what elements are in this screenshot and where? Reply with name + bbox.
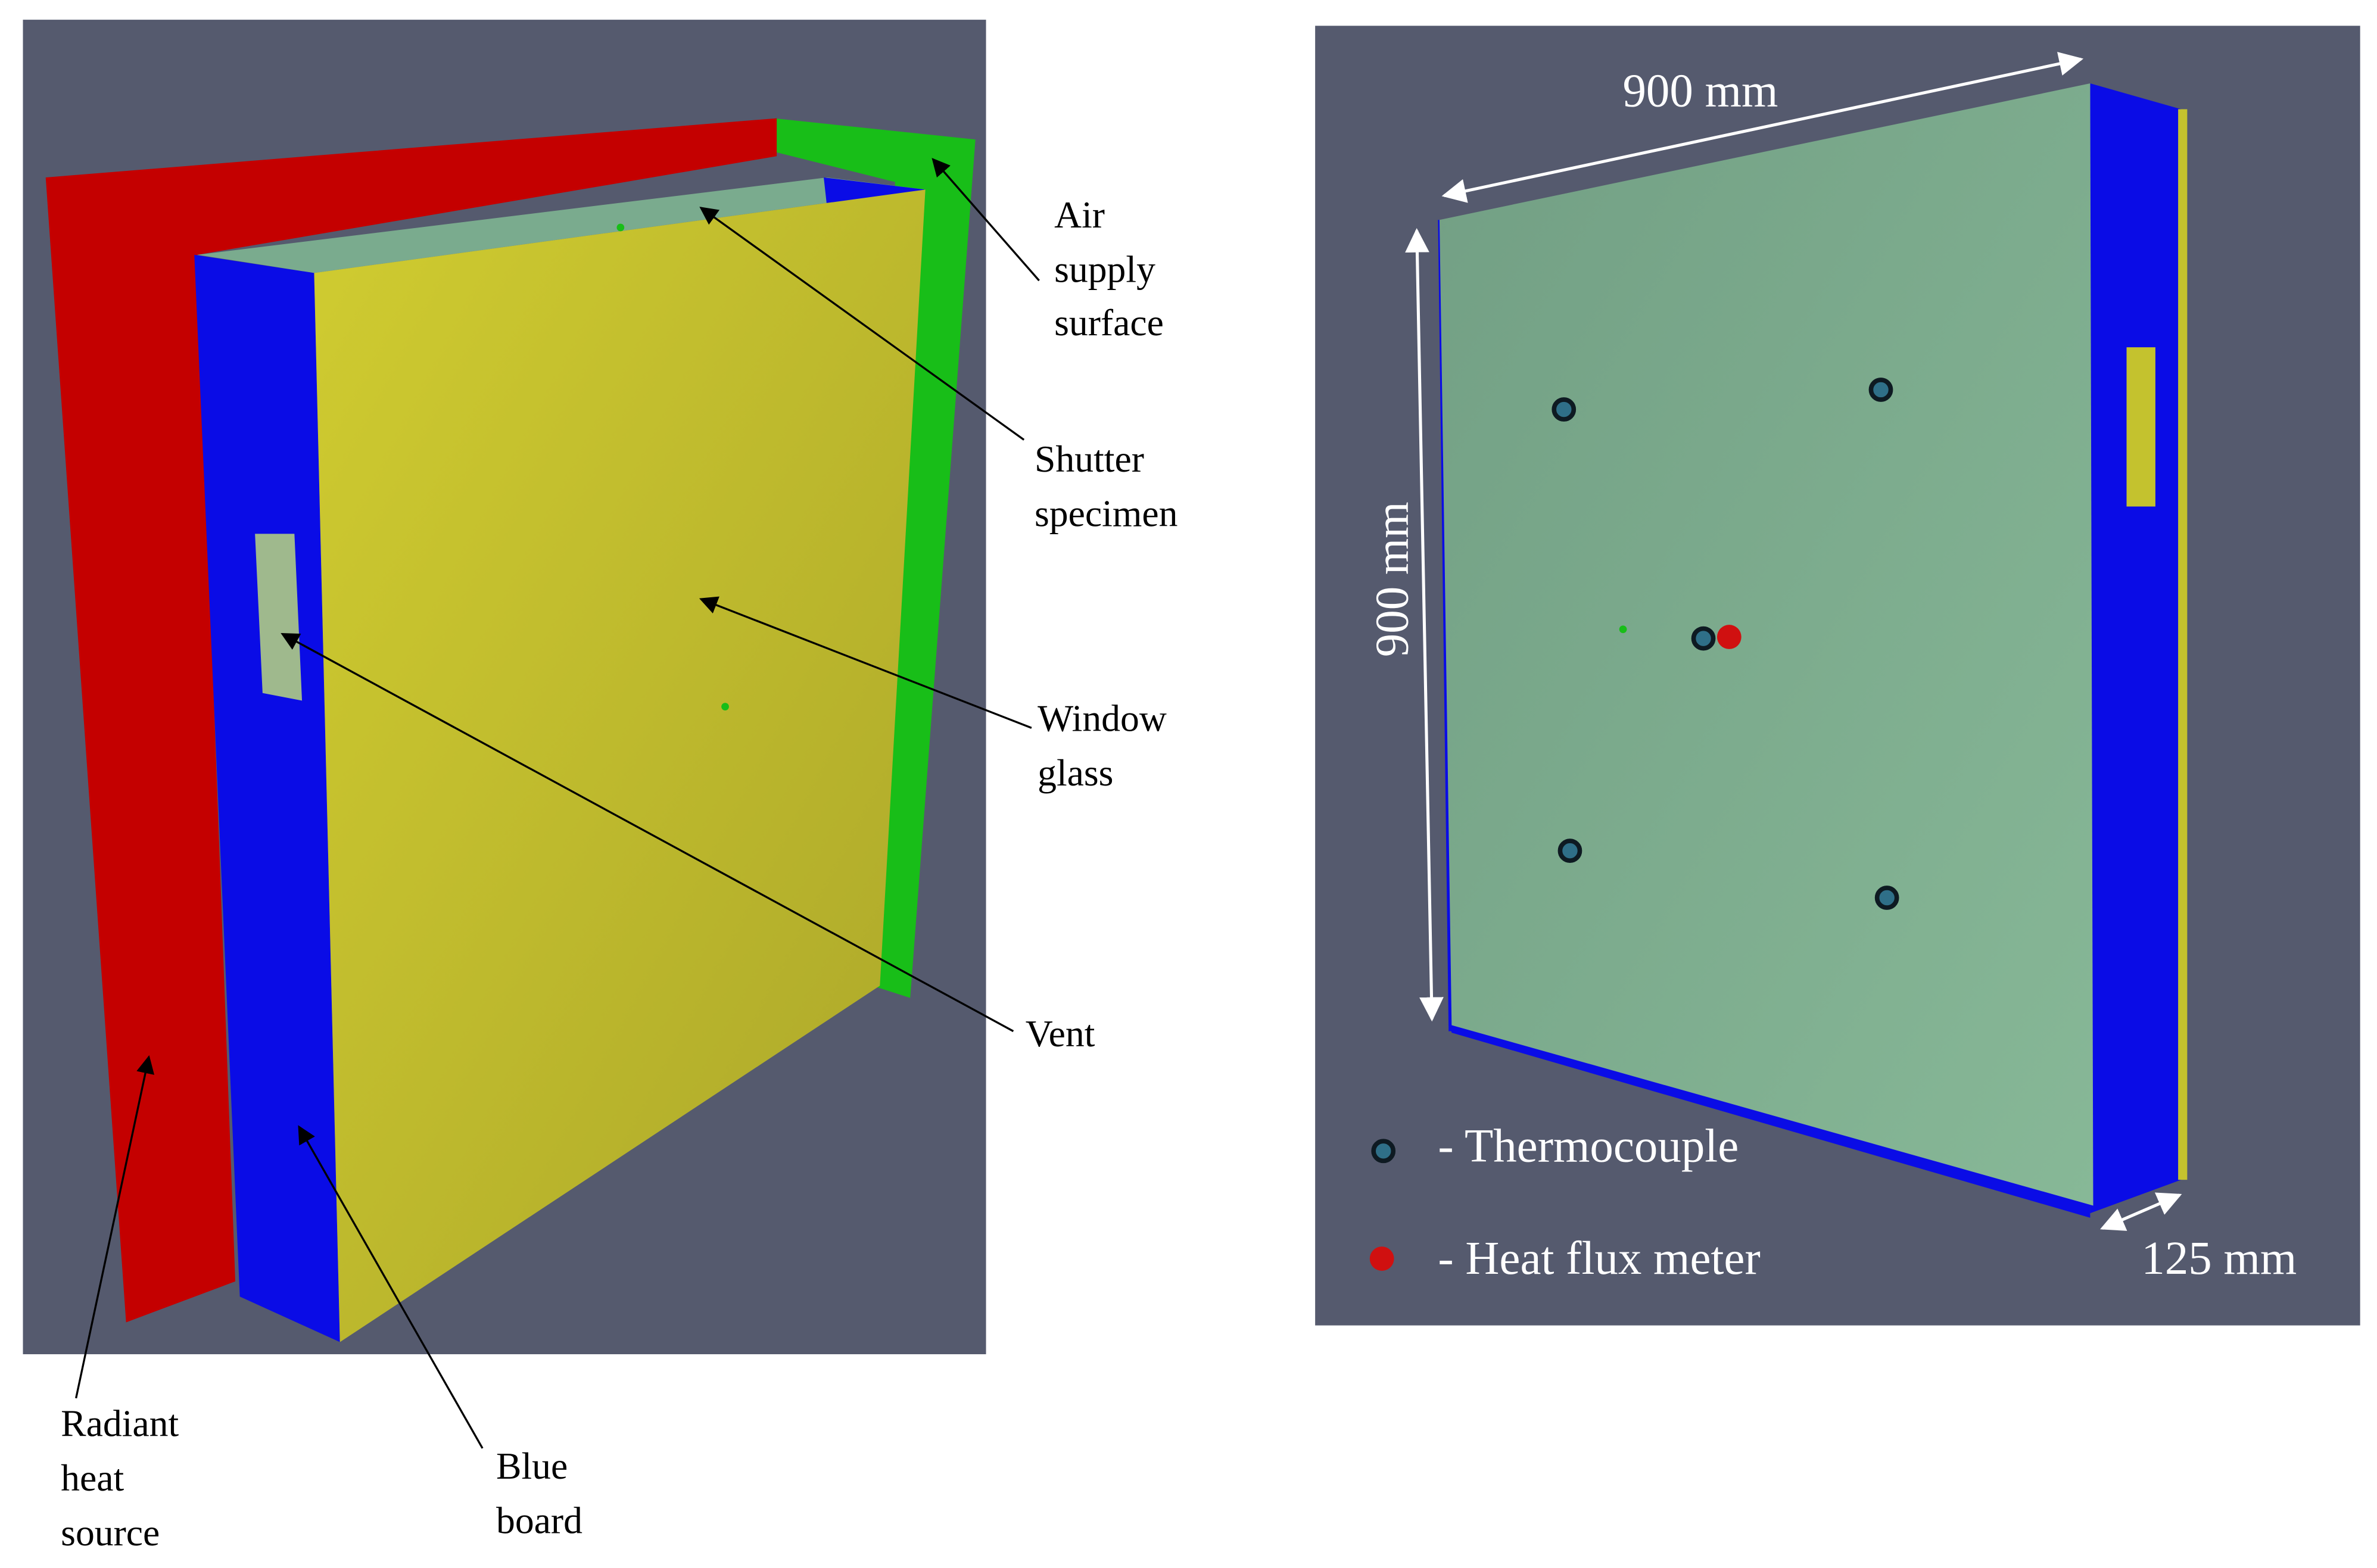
- label-blue-board-line-2: board: [496, 1500, 582, 1542]
- specimen-marker-dot-small: [1619, 625, 1627, 634]
- specimen-blue-side: [2090, 83, 2182, 1214]
- thermocouple-bottom-left: [1557, 838, 1582, 863]
- label-air-supply-line-3: surface: [1054, 301, 1164, 344]
- label-window-glass: Window glass: [1038, 697, 1176, 794]
- legend-thermocouple-icon: [1371, 1139, 1396, 1164]
- air-supply-surface: [774, 118, 976, 998]
- label-vent-line-1: Vent: [1026, 1012, 1095, 1055]
- label-blue-board-line-1: Blue: [496, 1445, 568, 1487]
- glass-edge-strip: [2178, 109, 2188, 1180]
- callout-blue-board: [298, 1125, 484, 1449]
- callout-window-glass: [699, 596, 1032, 729]
- callout-radiant-heat-source: [75, 1055, 155, 1399]
- thermocouple-top-right: [1868, 378, 1893, 402]
- dimension-arrow-depth: [2100, 1192, 2182, 1231]
- glass-marker-dot: [721, 703, 729, 711]
- label-shutter-specimen-line-1: Shutter: [1035, 438, 1144, 480]
- side-vent: [2126, 347, 2155, 507]
- label-air-supply-line-2: supply: [1054, 248, 1155, 291]
- blue-board: [194, 254, 340, 1342]
- specimen-face: [1439, 83, 2093, 1206]
- callout-air-supply: [932, 158, 1040, 282]
- callout-shutter-specimen: [699, 207, 1025, 441]
- legend: - Thermocouple - Heat flux meter: [1369, 1121, 1761, 1285]
- label-radiant-line-2: heat: [61, 1457, 124, 1499]
- label-radiant-line-3: source: [61, 1511, 160, 1554]
- dimension-width-label: 900 mm: [1622, 65, 1778, 117]
- thermocouple-bottom-right: [1874, 886, 1899, 910]
- dimension-arrow-width: [1441, 52, 2084, 203]
- label-shutter-specimen: Shutter specimen: [1035, 438, 1177, 535]
- dimension-height-label: 900 mm: [1366, 501, 1418, 657]
- specimen-top-strip: [197, 177, 926, 273]
- label-radiant-heat-source: Radiant heat source: [61, 1402, 188, 1554]
- vent: [255, 534, 303, 701]
- heat-flux-meter-point: [1716, 625, 1742, 649]
- label-window-glass-line-2: glass: [1038, 752, 1113, 794]
- label-blue-board: Blue board: [496, 1445, 582, 1542]
- label-window-glass-line-1: Window: [1038, 697, 1167, 739]
- thermocouple-points: [1552, 378, 1899, 910]
- label-air-supply-line-1: Air: [1054, 194, 1105, 236]
- label-shutter-specimen-line-2: specimen: [1035, 492, 1177, 535]
- window-glass: [314, 189, 926, 1342]
- label-radiant-line-1: Radiant: [61, 1402, 179, 1445]
- thermocouple-top-left: [1552, 397, 1577, 422]
- specimen-marker-dot: [616, 223, 625, 232]
- left-panel: Air supply surface Shutter specimen Wind…: [23, 20, 1177, 1554]
- callout-vent: [281, 632, 1014, 1033]
- legend-heat-flux-label: - Heat flux meter: [1438, 1233, 1760, 1285]
- thermocouple-center: [1691, 626, 1716, 651]
- legend-heat-flux-icon: [1369, 1246, 1394, 1271]
- label-air-supply-surface: Air supply surface: [1054, 194, 1165, 344]
- right-panel: 900 mm 900 mm 125 mm - Thermocouple - He…: [1315, 26, 2360, 1326]
- dimension-depth-label: 125 mm: [2141, 1233, 2297, 1285]
- dimension-arrow-height: [1405, 227, 1444, 1022]
- label-vent: Vent: [1026, 1012, 1095, 1055]
- legend-thermocouple-label: - Thermocouple: [1438, 1121, 1739, 1173]
